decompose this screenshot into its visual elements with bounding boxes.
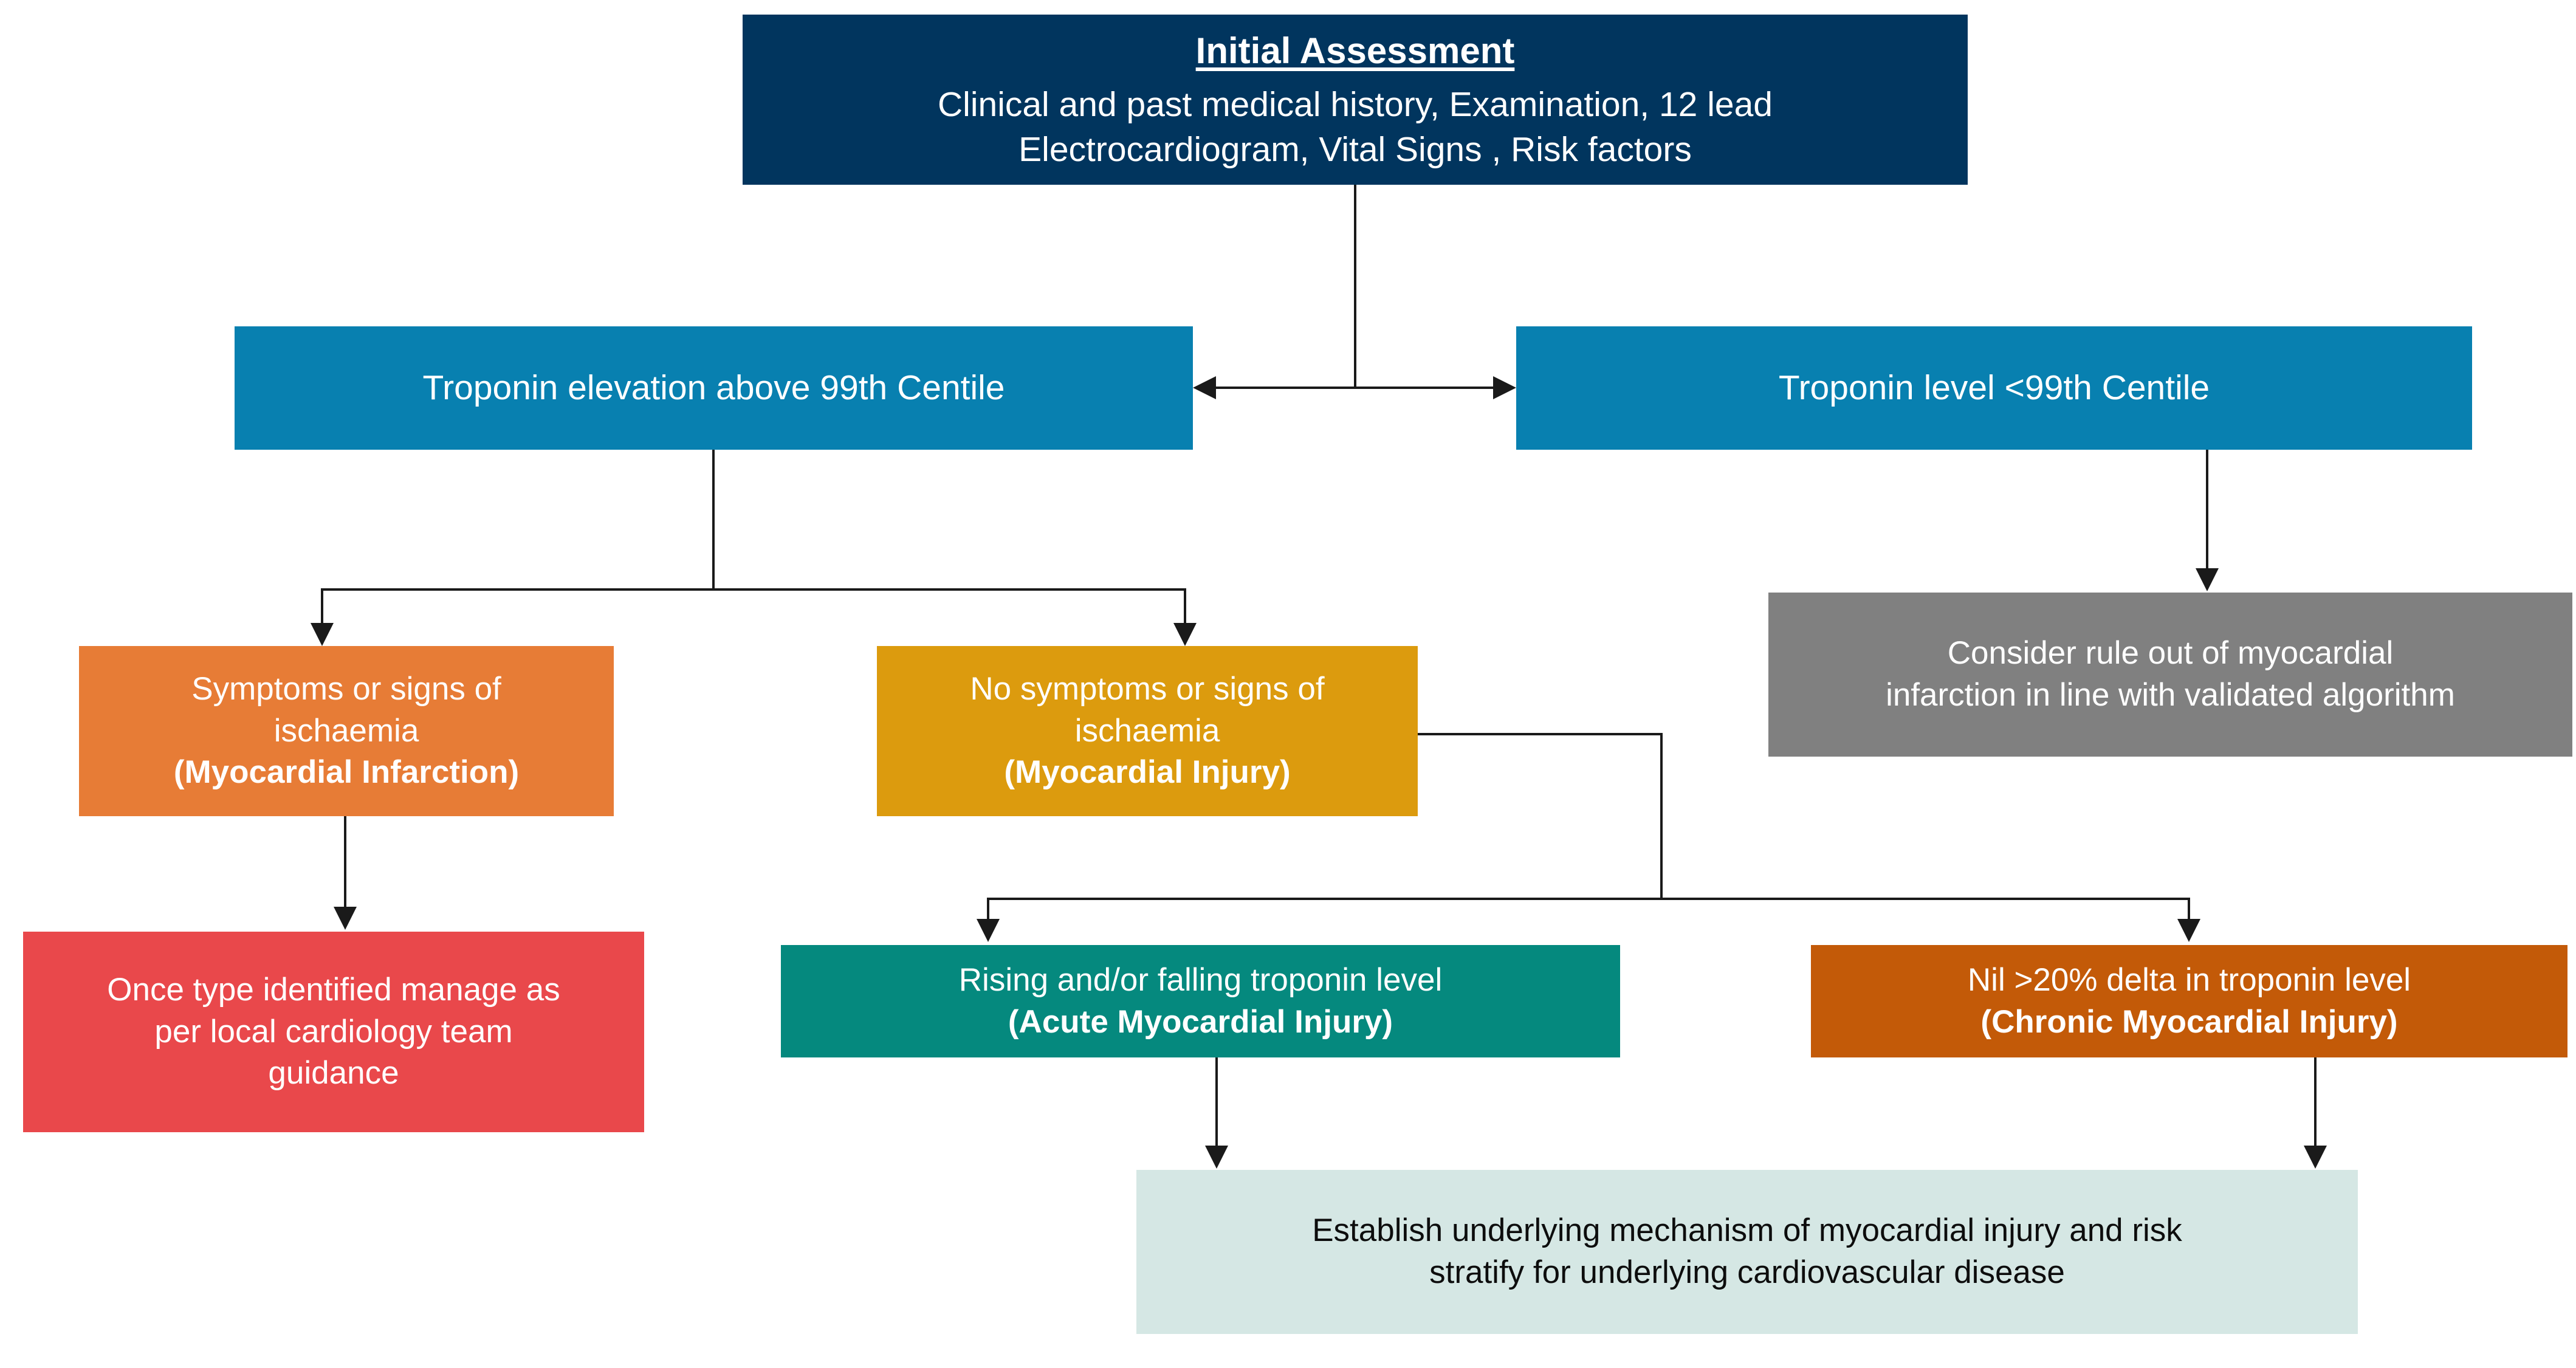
- edge-bidirectional-horizontal: [1216, 387, 1493, 389]
- arrow-down-to-symptoms-ischaemia: [311, 623, 334, 646]
- edge-acute-to-establish-vertical: [1215, 1057, 1218, 1147]
- arrow-left-to-troponin-elevated: [1193, 376, 1216, 399]
- node-symptoms-ischaemia-line2: ischaemia: [273, 712, 419, 749]
- edge-elevated-to-symptoms-drop: [321, 588, 323, 625]
- edge-initial-to-split-vertical: [1354, 185, 1356, 388]
- arrow-down-to-manage-local-guidance: [334, 907, 357, 930]
- edge-normal-to-ruleout-vertical: [2206, 450, 2208, 570]
- node-no-symptoms-ischaemia-line2: ischaemia: [1074, 712, 1220, 749]
- node-acute-injury-line2: (Acute Myocardial Injury): [1008, 1003, 1393, 1040]
- edge-symptoms-to-manage-vertical: [344, 816, 346, 909]
- node-no-symptoms-ischaemia[interactable]: No symptoms or signs of ischaemia (Myoca…: [877, 646, 1418, 816]
- node-symptoms-ischaemia[interactable]: Symptoms or signs of ischaemia (Myocardi…: [79, 646, 614, 816]
- edge-elevated-split-horizontal: [321, 588, 1186, 591]
- node-troponin-elevated-line1: Troponin elevation above 99th Centile: [422, 368, 1005, 408]
- node-manage-local-guidance-line2: per local cardiology team: [154, 1013, 513, 1050]
- arrow-down-to-no-symptoms-ischaemia: [1173, 623, 1197, 646]
- node-manage-local-guidance-line1: Once type identified manage as: [107, 971, 560, 1008]
- node-troponin-elevated[interactable]: Troponin elevation above 99th Centile: [235, 326, 1193, 450]
- arrow-down-chronic-to-establish: [2304, 1146, 2327, 1169]
- edge-split-to-chronic-drop: [2188, 898, 2190, 933]
- node-establish-mechanism-line2: stratify for underlying cardiovascular d…: [1429, 1254, 2065, 1290]
- node-initial-assessment-line1: Clinical and past medical history, Exami…: [938, 84, 1773, 124]
- node-rule-out[interactable]: Consider rule out of myocardial infarcti…: [1768, 593, 2572, 757]
- node-establish-mechanism-line1: Establish underlying mechanism of myocar…: [1312, 1212, 2182, 1249]
- node-chronic-injury[interactable]: Nil >20% delta in troponin level (Chroni…: [1811, 945, 2567, 1057]
- node-no-symptoms-ischaemia-line1: No symptoms or signs of: [970, 670, 1325, 707]
- node-troponin-normal[interactable]: Troponin level <99th Centile: [1516, 326, 2472, 450]
- edge-no-symptoms-exit-horizontal: [1418, 733, 1663, 735]
- node-symptoms-ischaemia-line1: Symptoms or signs of: [191, 670, 501, 707]
- node-chronic-injury-line2: (Chronic Myocardial Injury): [1980, 1003, 2398, 1040]
- node-acute-injury[interactable]: Rising and/or falling troponin level (Ac…: [781, 945, 1620, 1057]
- node-troponin-normal-line1: Troponin level <99th Centile: [1778, 368, 2210, 408]
- node-rule-out-line1: Consider rule out of myocardial: [1947, 635, 2394, 672]
- node-symptoms-ischaemia-line3: (Myocardial Infarction): [173, 754, 520, 791]
- arrow-down-to-rule-out: [2196, 568, 2219, 591]
- edge-chronic-to-establish-vertical: [2314, 1057, 2317, 1147]
- node-no-symptoms-ischaemia-line3: (Myocardial Injury): [1004, 754, 1291, 791]
- arrow-down-to-chronic-injury: [2177, 919, 2200, 942]
- edge-split-to-acute-drop: [987, 898, 989, 933]
- node-manage-local-guidance[interactable]: Once type identified manage as per local…: [23, 932, 644, 1132]
- edge-elevated-down-vertical: [712, 450, 715, 591]
- node-initial-assessment[interactable]: Initial Assessment Clinical and past med…: [743, 15, 1968, 185]
- arrow-down-acute-to-establish: [1205, 1146, 1228, 1169]
- arrow-right-to-troponin-normal: [1493, 376, 1516, 399]
- node-establish-mechanism[interactable]: Establish underlying mechanism of myocar…: [1136, 1170, 2358, 1334]
- node-initial-assessment-title: Initial Assessment: [1195, 30, 1515, 71]
- edge-elevated-to-no-symptoms-drop: [1184, 588, 1186, 625]
- node-chronic-injury-line1: Nil >20% delta in troponin level: [1967, 961, 2411, 998]
- node-initial-assessment-line2: Electrocardiogram, Vital Signs , Risk fa…: [1018, 130, 1692, 169]
- edge-injury-split-horizontal: [987, 898, 2190, 900]
- edge-no-symptoms-exit-vertical: [1660, 733, 1663, 899]
- node-manage-local-guidance-line3: guidance: [268, 1055, 399, 1091]
- node-rule-out-line2: infarction in line with validated algori…: [1886, 677, 2455, 713]
- node-acute-injury-line1: Rising and/or falling troponin level: [958, 961, 1443, 998]
- arrow-down-to-acute-injury: [977, 919, 1000, 942]
